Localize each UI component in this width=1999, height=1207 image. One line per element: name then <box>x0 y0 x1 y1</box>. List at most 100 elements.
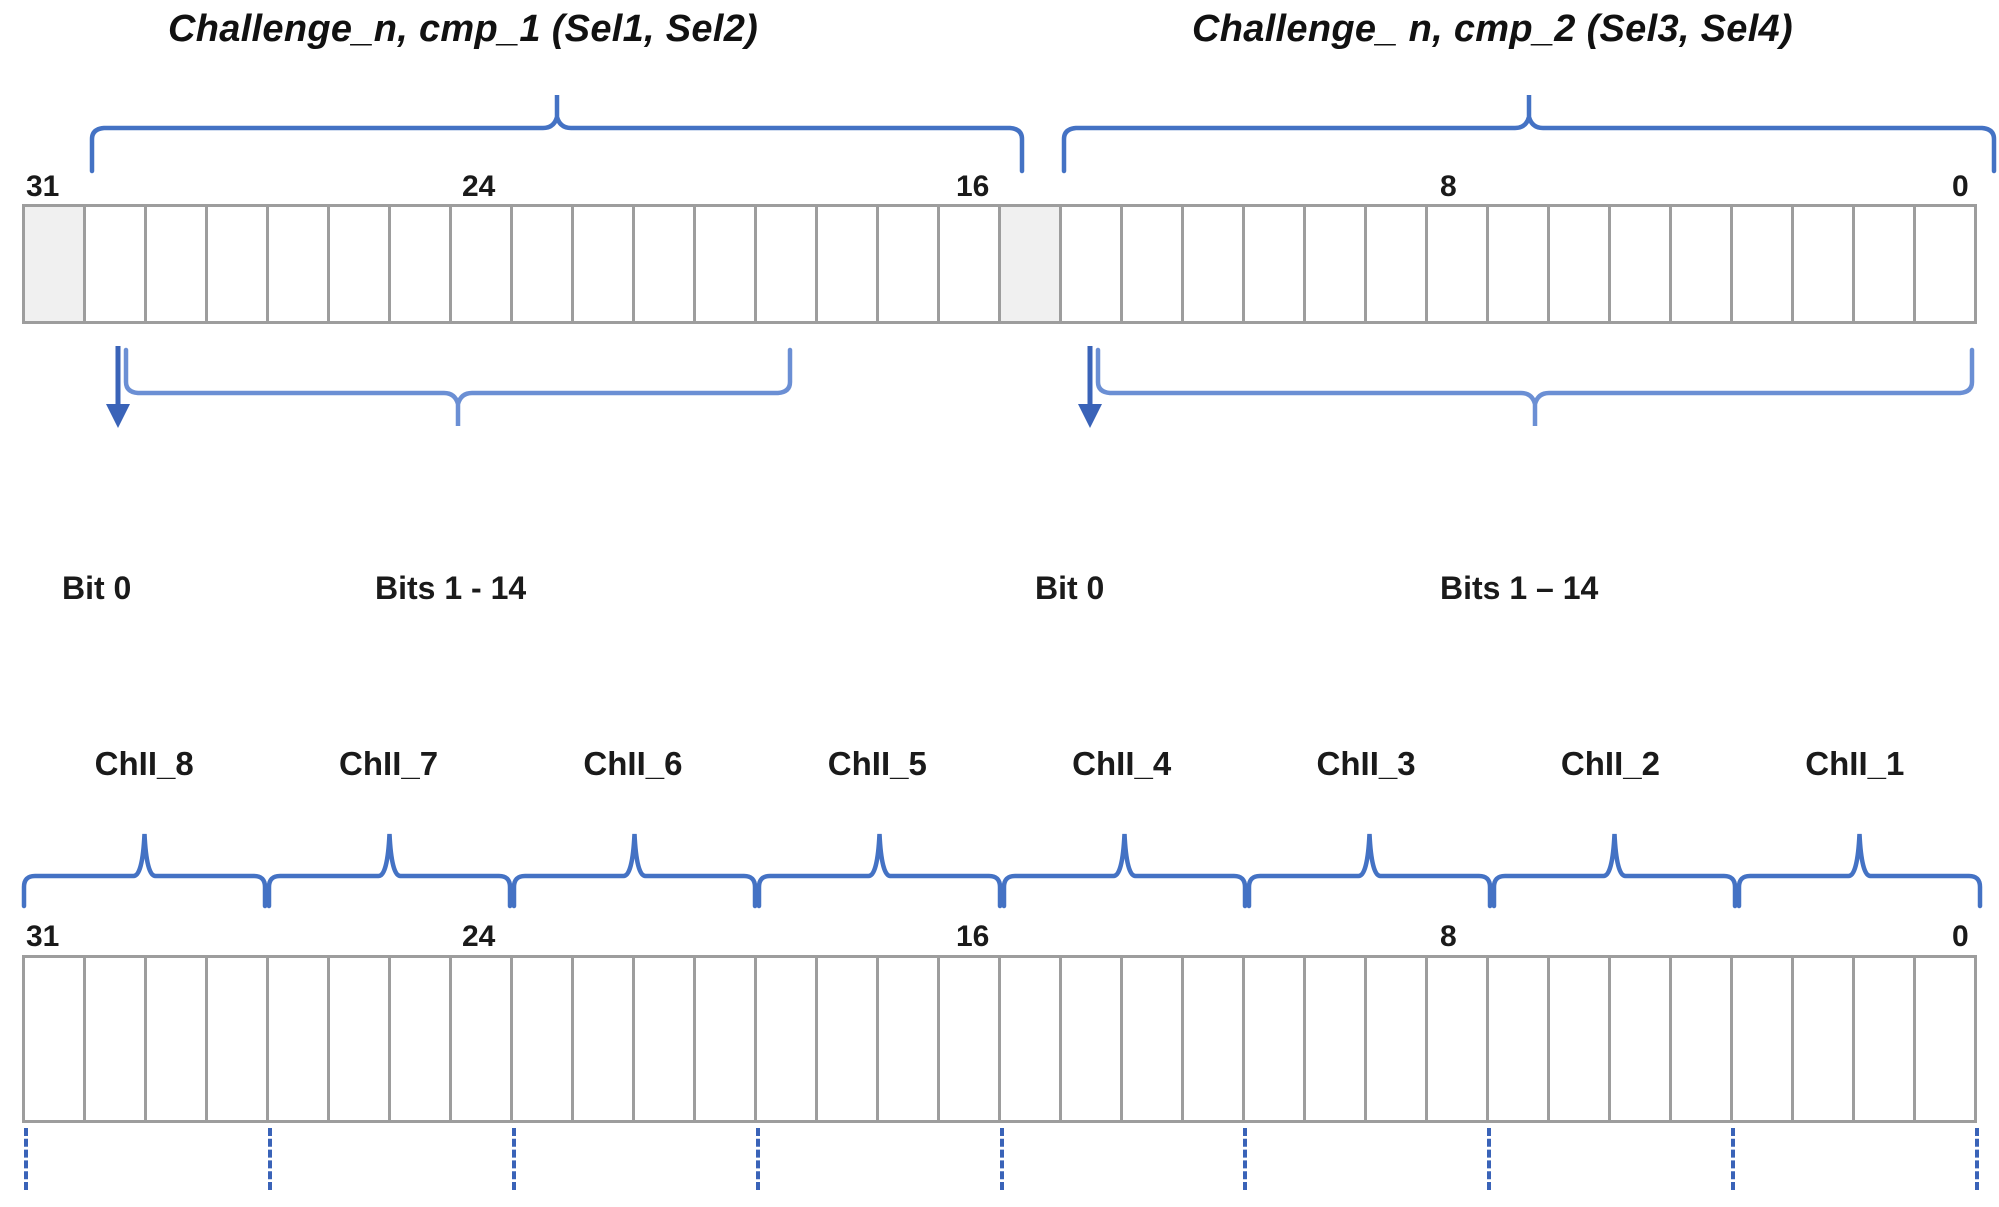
dashed-separator <box>24 1128 28 1190</box>
register-bottom-cell <box>879 958 940 1120</box>
register-top-cell <box>1367 207 1428 321</box>
register-top-cell <box>696 207 757 321</box>
register-bottom-cell <box>574 958 635 1120</box>
arrow-bit0-right <box>1070 344 1110 434</box>
register-top-cell <box>269 207 330 321</box>
register-bottom-cell <box>940 958 1001 1120</box>
register-top-cell <box>25 207 86 321</box>
register-bottom-cell <box>86 958 147 1120</box>
dashed-separator <box>511 1128 516 1190</box>
chunk-label-chii_5: ChII_5 <box>827 745 927 782</box>
dashed-separator <box>1487 1128 1492 1190</box>
brace-bits-1-14-right <box>1094 347 1976 426</box>
section-title-left: Challenge_n, cmp_1 (Sel1, Sel2) <box>168 8 759 50</box>
section-title-right: Challenge_ n, cmp_2 (Sel3, Sel4) <box>1192 8 1793 50</box>
register-top-cell <box>452 207 513 321</box>
bottom-ruler-label-0: 0 <box>1952 920 1969 953</box>
chunk-brace <box>1491 833 1738 909</box>
register-bottom-cell <box>1733 958 1794 1120</box>
register-top-cell <box>208 207 269 321</box>
register-top-cell <box>940 207 1001 321</box>
dashed-separator <box>755 1128 760 1190</box>
register-top-cell <box>1062 207 1123 321</box>
dashed-separator <box>1243 1128 1248 1190</box>
arrow-bit0-left <box>98 344 138 434</box>
register-bottom-cell <box>696 958 757 1120</box>
register-bottom-grid <box>22 955 1977 1123</box>
register-bottom-cell <box>269 958 330 1120</box>
dashed-separator <box>267 1128 272 1190</box>
top-ruler-label-0: 0 <box>1952 170 1969 203</box>
register-top-cell <box>1245 207 1306 321</box>
chunk-brace <box>511 833 758 909</box>
bottom-ruler-label-8: 8 <box>1440 920 1457 953</box>
register-top-cell <box>1184 207 1245 321</box>
chunk-brace-row <box>21 830 1983 909</box>
label-bit0-left: Bit 0 <box>62 570 132 606</box>
label-bit0-right: Bit 0 <box>1035 570 1105 606</box>
label-bits-range-left: Bits 1 - 14 <box>375 570 527 606</box>
register-bottom-cell <box>25 958 86 1120</box>
register-top-cell <box>147 207 208 321</box>
chunk-label-chii_6: ChII_6 <box>583 745 683 782</box>
brace-cmp2 <box>1060 95 1998 174</box>
top-ruler-label-31: 31 <box>26 170 60 203</box>
chunk-label-chii_1: ChII_1 <box>1805 745 1905 782</box>
chunk-label-chii_3: ChII_3 <box>1316 745 1416 782</box>
dashed-separator <box>999 1128 1004 1190</box>
register-bottom-cell <box>1001 958 1062 1120</box>
register-bottom-cell <box>1916 958 1977 1120</box>
register-top-cell <box>1123 207 1184 321</box>
register-top-cell <box>879 207 940 321</box>
register-bottom-cell <box>1306 958 1367 1120</box>
register-top-cell <box>1672 207 1733 321</box>
register-top-cell <box>1550 207 1611 321</box>
register-bottom-cell <box>1062 958 1123 1120</box>
register-top-cell <box>1916 207 1977 321</box>
bottom-ruler-label-24: 24 <box>462 920 496 953</box>
top-ruler-label-24: 24 <box>462 170 496 203</box>
dashed-separator <box>1975 1128 1979 1190</box>
register-bottom-cell <box>1489 958 1550 1120</box>
chunk-brace <box>756 833 1003 909</box>
register-bottom-cell <box>1794 958 1855 1120</box>
register-bottom-cell <box>147 958 208 1120</box>
chunk-brace <box>1736 833 1983 909</box>
register-top-cell <box>757 207 818 321</box>
bottom-ruler-label-31: 31 <box>26 920 60 953</box>
register-top-cell <box>635 207 696 321</box>
dashed-separator <box>1731 1128 1736 1190</box>
register-bottom-cell <box>1123 958 1184 1120</box>
register-top-cell <box>1306 207 1367 321</box>
register-top-cell <box>818 207 879 321</box>
register-bottom-cell <box>1184 958 1245 1120</box>
register-bottom-cell <box>1245 958 1306 1120</box>
top-ruler-label-16: 16 <box>956 170 990 203</box>
register-bottom-cell <box>1550 958 1611 1120</box>
chunk-label-chii_4: ChII_4 <box>1072 745 1172 782</box>
chunk-brace <box>266 833 513 909</box>
register-bottom-cell <box>1672 958 1733 1120</box>
chunk-label-chii_2: ChII_2 <box>1560 745 1660 782</box>
bottom-ruler-label-16: 16 <box>956 920 990 953</box>
register-top-grid <box>22 204 1977 324</box>
register-bottom-cell <box>818 958 879 1120</box>
chunk-brace <box>1001 833 1248 909</box>
register-bottom-cell <box>513 958 574 1120</box>
brace-bits-1-14-left <box>122 347 794 426</box>
register-top-cell <box>1489 207 1550 321</box>
register-top-cell <box>330 207 391 321</box>
chunk-label-chii_7: ChII_7 <box>339 745 439 782</box>
register-bottom-cell <box>330 958 391 1120</box>
register-bottom-cell <box>208 958 269 1120</box>
label-bits-range-right: Bits 1 – 14 <box>1440 570 1599 606</box>
register-top-cell <box>86 207 147 321</box>
register-bottom-cell <box>391 958 452 1120</box>
register-top-cell <box>1733 207 1794 321</box>
register-top-cell <box>1428 207 1489 321</box>
register-bottom-cell <box>1367 958 1428 1120</box>
chunk-brace <box>1246 833 1493 909</box>
register-bottom-cell <box>452 958 513 1120</box>
chunk-label-chii_8: ChII_8 <box>94 745 194 782</box>
register-top-cell <box>391 207 452 321</box>
